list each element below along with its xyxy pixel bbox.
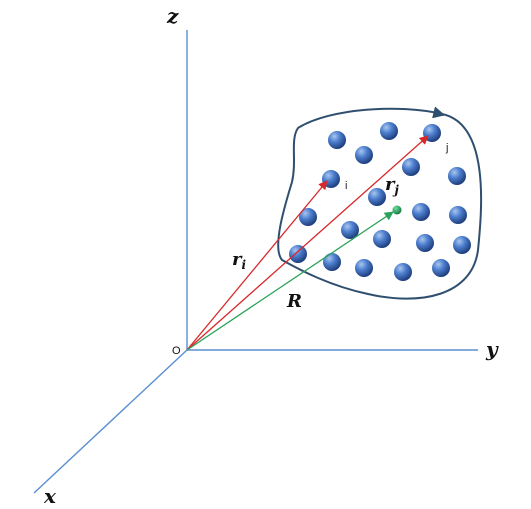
particle xyxy=(412,203,430,221)
vector-r-i xyxy=(186,180,328,351)
vector-R-label: R xyxy=(286,291,302,312)
particle-j xyxy=(423,124,441,142)
particle xyxy=(449,206,467,224)
vector-r-j-label: rj xyxy=(385,174,399,197)
origin-label: O xyxy=(172,345,181,357)
particle xyxy=(289,245,307,263)
particle xyxy=(341,221,359,239)
particle xyxy=(416,234,434,252)
vector-r-i-label: ri xyxy=(232,249,246,272)
particle xyxy=(432,259,450,277)
particle-i-label: i xyxy=(345,180,347,192)
particle xyxy=(323,253,341,271)
particle xyxy=(394,263,412,281)
particle xyxy=(328,131,346,149)
particles xyxy=(289,122,471,281)
x-axis-label: x xyxy=(43,484,57,508)
particle xyxy=(448,167,466,185)
vector-R xyxy=(186,211,394,351)
z-axis-label: z xyxy=(166,4,179,28)
particle-i xyxy=(322,170,340,188)
particle xyxy=(453,236,471,254)
particle xyxy=(355,259,373,277)
center-of-mass-point xyxy=(392,205,402,215)
particle xyxy=(299,208,317,226)
boundary-arrow xyxy=(432,106,446,119)
particle-j-label: j xyxy=(445,142,448,154)
particle xyxy=(380,122,398,140)
x-axis xyxy=(33,349,188,494)
particle xyxy=(355,146,373,164)
vector-r-j xyxy=(186,135,429,351)
particle xyxy=(373,230,391,248)
y-axis-label: y xyxy=(485,337,499,361)
particle xyxy=(402,158,420,176)
particle xyxy=(368,188,386,206)
